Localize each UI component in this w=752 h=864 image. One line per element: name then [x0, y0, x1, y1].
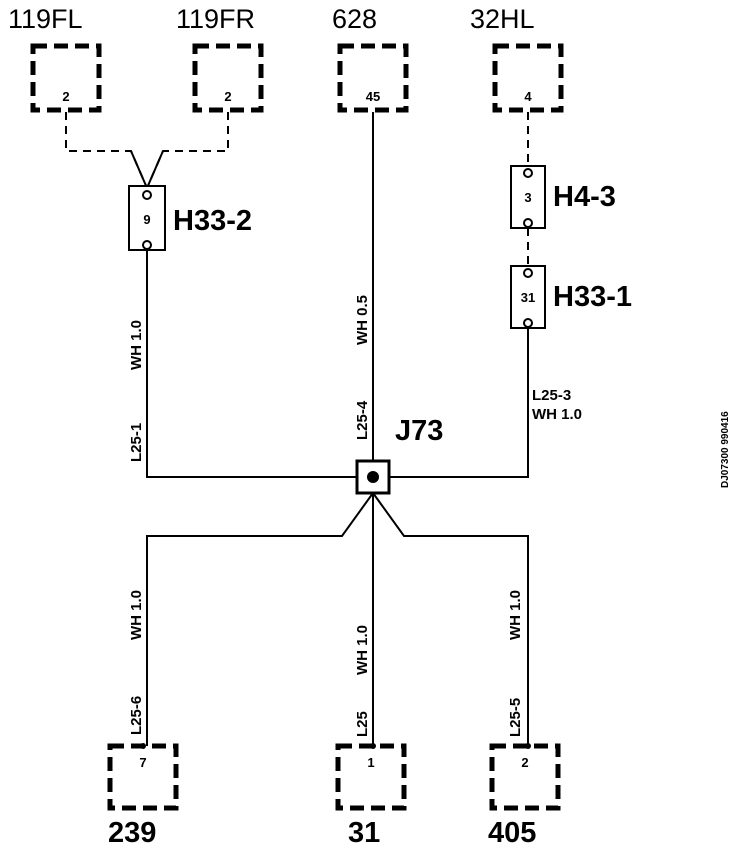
connector-628-pin: 45 — [366, 89, 380, 104]
wire-l25-circuit: L25 — [354, 711, 371, 737]
connector-628-box — [337, 43, 409, 113]
wire-l25-5 — [372, 492, 529, 746]
wire-splice-right — [146, 150, 164, 189]
wire-splice-left — [130, 150, 148, 189]
connector-32hl-label: 32HL — [470, 4, 535, 34]
wire-l25-3-spec: WH 1.0 — [532, 406, 582, 423]
h33-2-pin-top — [142, 190, 152, 200]
connector-239-pin: 7 — [139, 755, 146, 770]
connector-239-label: 239 — [108, 817, 156, 849]
connector-31-pin: 1 — [367, 755, 374, 770]
wire-l25-4-circuit: L25-4 — [354, 400, 371, 440]
h33-1-pin-label: 31 — [521, 290, 535, 305]
inline-connector-h33-1 — [510, 265, 546, 329]
wire-l25-1-circuit: L25-1 — [128, 423, 145, 462]
wire-l25-3 — [388, 328, 529, 478]
connector-31-terminal — [370, 743, 376, 749]
connector-628-label: 628 — [332, 4, 377, 34]
wire-l25-6-circuit: L25-6 — [128, 696, 145, 735]
h33-2-pin-bottom — [142, 240, 152, 250]
connector-405-terminal — [525, 743, 531, 749]
wire-l25-5-spec: WH 1.0 — [507, 590, 524, 640]
connector-32hl-box — [492, 43, 564, 113]
h4-3-pin-bottom — [523, 218, 533, 228]
figure-id: DJ07300 990416 — [720, 411, 731, 488]
h33-1-label: H33-1 — [553, 281, 632, 313]
connector-119fl-box — [30, 43, 102, 113]
wire-l25-4-spec: WH 0.5 — [354, 295, 371, 345]
connector-119fl-label: 119FL — [8, 4, 83, 34]
wire-l25-1 — [146, 250, 358, 478]
wire-119fr-to-h33-2 — [146, 112, 229, 189]
connector-31-label: 31 — [348, 817, 380, 849]
junction-j73-label: J73 — [395, 415, 443, 447]
h33-1-pin-top — [523, 268, 533, 278]
wire-119fl-to-h33-2 — [65, 112, 148, 189]
h4-3-label: H4-3 — [553, 181, 616, 213]
connector-405-pin: 2 — [521, 755, 528, 770]
junction-j73-dot — [367, 471, 379, 483]
wire-l25-5-circuit: L25-5 — [507, 698, 524, 737]
wire-l25-6 — [146, 492, 374, 746]
connector-119fr-box — [192, 43, 264, 113]
connector-239-terminal — [140, 743, 146, 749]
connector-405-label: 405 — [488, 817, 536, 849]
wire-l25-1-spec: WH 1.0 — [128, 320, 145, 370]
connector-119fr-pin: 2 — [224, 89, 231, 104]
h33-2-label: H33-2 — [173, 205, 252, 237]
wire-l25-3-circuit: L25-3 — [532, 387, 571, 404]
wire-l25-6-spec: WH 1.0 — [128, 590, 145, 640]
connector-119fr-label: 119FR — [176, 4, 255, 34]
wire-l25-spec: WH 1.0 — [354, 625, 371, 675]
h33-1-pin-bottom — [523, 318, 533, 328]
connector-32hl-pin: 4 — [524, 89, 532, 104]
connector-119fl-pin: 2 — [62, 89, 69, 104]
h4-3-pin-label: 3 — [524, 190, 531, 205]
h4-3-pin-top — [523, 168, 533, 178]
h33-2-pin-label: 9 — [143, 212, 150, 227]
